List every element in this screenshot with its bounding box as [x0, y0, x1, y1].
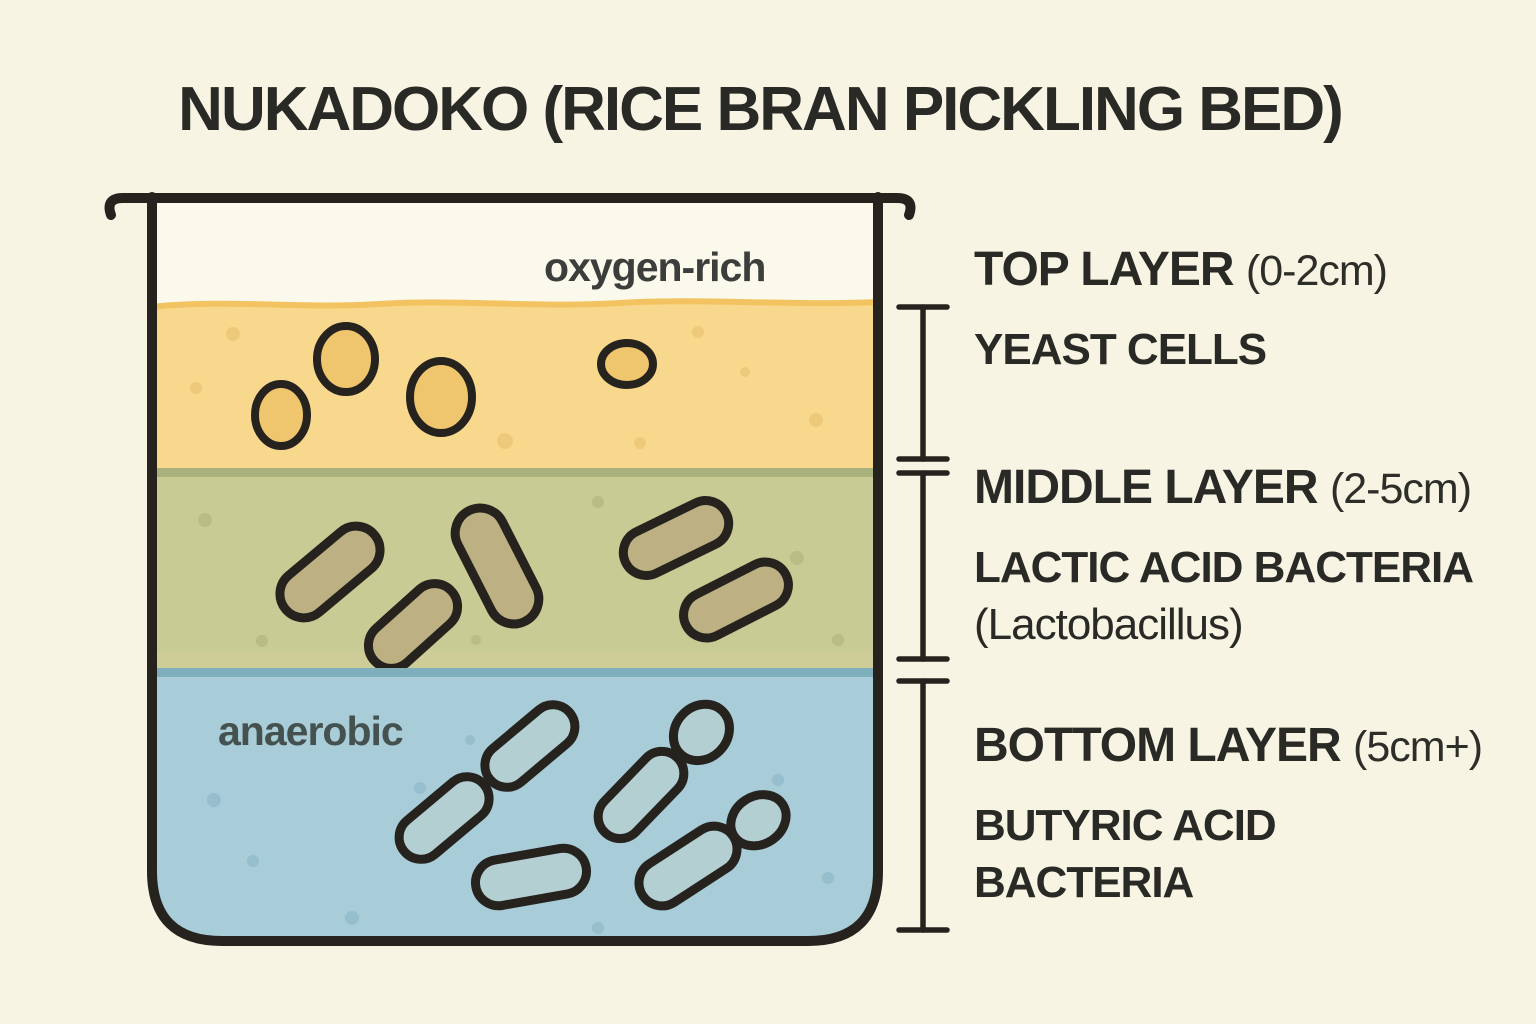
yeast-cell: [251, 380, 311, 450]
legend-header: TOP LAYER (0-2cm): [974, 242, 1534, 299]
legend-layer-range: (2-5cm): [1329, 465, 1472, 513]
yeast-cell: [313, 322, 379, 396]
lactic-rod: [618, 496, 734, 580]
lactic-rod: [450, 503, 544, 629]
yeast-cell: [597, 339, 657, 389]
butyric-chain: [593, 699, 734, 844]
bottom-layer-top-edge: [157, 668, 873, 677]
legend-organism: YEAST CELLS: [974, 325, 1267, 374]
legend-layer-range: (5cm+): [1353, 723, 1483, 771]
legend-layer-name: MIDDLE LAYER: [974, 461, 1319, 514]
lactic-acid-rods: [275, 496, 793, 673]
top-layer-surface-line: [157, 298, 873, 310]
middle-layer-top-edge: [157, 468, 873, 477]
dimension-line-top: [896, 304, 950, 462]
bottom-layer-speckles: [207, 735, 834, 934]
lactic-rod: [363, 579, 463, 673]
legend-header: MIDDLE LAYER (2-5cm): [974, 460, 1534, 517]
legend-organism: BACTERIA: [974, 858, 1194, 907]
beaker-wall: [147, 192, 883, 946]
butyric-chain: [634, 790, 791, 911]
dimension-line-middle: [896, 470, 950, 662]
yeast-cells: [251, 322, 657, 450]
oxygen-rich-label: oxygen-rich: [544, 244, 766, 290]
legend-organism: LACTIC ACID BACTERIA: [974, 543, 1474, 592]
anaerobic-label: anaerobic: [218, 708, 404, 754]
legend-organism: BUTYRIC ACID: [974, 801, 1277, 850]
bottom-layer: [157, 668, 873, 936]
top-layer-fill: [157, 301, 873, 470]
legend-layer-name: TOP LAYER: [974, 243, 1235, 296]
butyric-bacteria: [394, 699, 791, 911]
top-layer-speckles: [190, 326, 823, 449]
middle-layer-bottom-tint: [157, 651, 873, 668]
middle-layer: [157, 468, 873, 673]
legend-layer-range: (0-2cm): [1245, 247, 1388, 295]
dimension-line-bottom: [896, 678, 950, 933]
top-layer: [157, 298, 873, 470]
lactic-rod: [679, 557, 793, 643]
legend-layer-name: BOTTOM LAYER: [974, 719, 1342, 772]
butyric-chain: [394, 700, 580, 864]
legend-bottom-layer: BOTTOM LAYER (5cm+) BUTYRIC ACID BACTERI…: [974, 718, 1534, 911]
legend-header: BOTTOM LAYER (5cm+): [974, 718, 1534, 775]
legend-middle-layer: MIDDLE LAYER (2-5cm) LACTIC ACID BACTERI…: [974, 460, 1534, 653]
butyric-capsule: [471, 843, 591, 911]
legend-top-layer: TOP LAYER (0-2cm) YEAST CELLS: [974, 242, 1534, 378]
yeast-cell: [406, 357, 476, 437]
page-title: NUKADOKO (RICE BRAN PICKLING BED): [178, 75, 1344, 144]
beaker-lip: [104, 193, 916, 220]
legend-organism-latin: (Lactobacillus): [974, 600, 1244, 649]
